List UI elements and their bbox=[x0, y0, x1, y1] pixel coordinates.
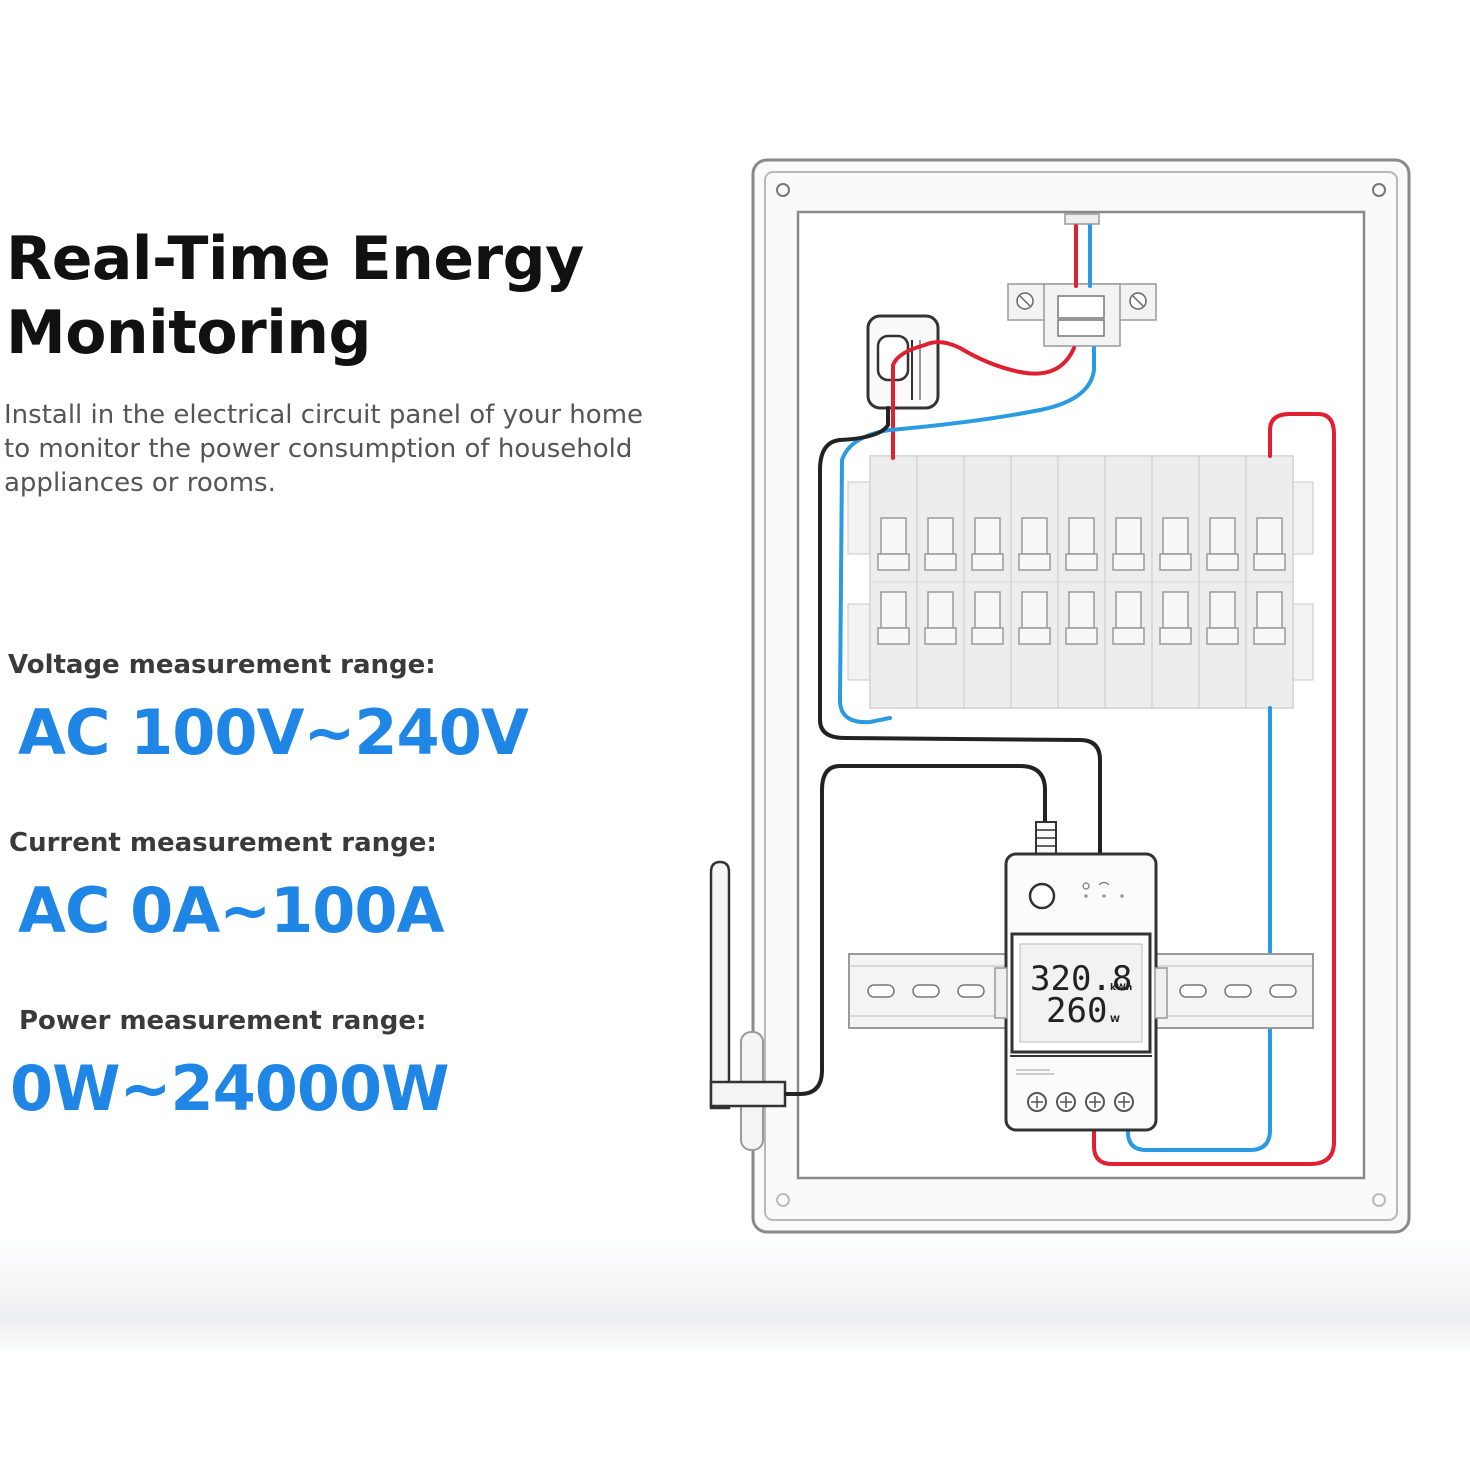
breaker-module bbox=[869, 455, 918, 709]
breaker-module bbox=[916, 455, 965, 709]
breaker-module bbox=[1245, 455, 1294, 709]
breaker-module bbox=[1057, 455, 1106, 709]
floor-shadow bbox=[0, 1235, 1470, 1355]
title-line-1: Real-Time Energy bbox=[6, 224, 584, 294]
din-rail bbox=[848, 953, 1314, 1029]
power-range-label: Power measurement range: bbox=[19, 1006, 427, 1036]
meter-power-value: 260 bbox=[1046, 991, 1107, 1031]
voltage-range-label: Voltage measurement range: bbox=[8, 650, 436, 680]
meter-energy-unit: kWh bbox=[1110, 983, 1132, 993]
breaker-module bbox=[1104, 455, 1153, 709]
breaker-module bbox=[963, 455, 1012, 709]
meter-power-unit: W bbox=[1110, 1015, 1120, 1025]
power-button-icon bbox=[1028, 882, 1056, 910]
current-clamp-sensor bbox=[866, 314, 940, 410]
wiring bbox=[784, 224, 1336, 1166]
power-range-value: 0W~24000W bbox=[10, 1052, 450, 1125]
breaker-module bbox=[1198, 455, 1247, 709]
voltage-range-value: AC 100V~240V bbox=[18, 696, 529, 769]
circuit-breaker-row bbox=[847, 455, 1314, 709]
description: Install in the electrical circuit panel … bbox=[4, 400, 644, 498]
breaker-module bbox=[1151, 455, 1200, 709]
door-handle bbox=[709, 860, 787, 1151]
power-meter-device bbox=[994, 821, 1168, 1132]
current-range-value: AC 0A~100A bbox=[18, 874, 445, 947]
main-terminal-block bbox=[1007, 213, 1157, 347]
meter-energy-value: 320.8 bbox=[1030, 959, 1132, 999]
wifi-icon bbox=[1098, 881, 1110, 886]
breaker-module bbox=[1010, 455, 1059, 709]
current-range-label: Current measurement range: bbox=[9, 828, 437, 858]
title-line-2: Monitoring bbox=[6, 298, 371, 368]
page-title: Real-Time Energy Monitoring bbox=[6, 222, 646, 370]
